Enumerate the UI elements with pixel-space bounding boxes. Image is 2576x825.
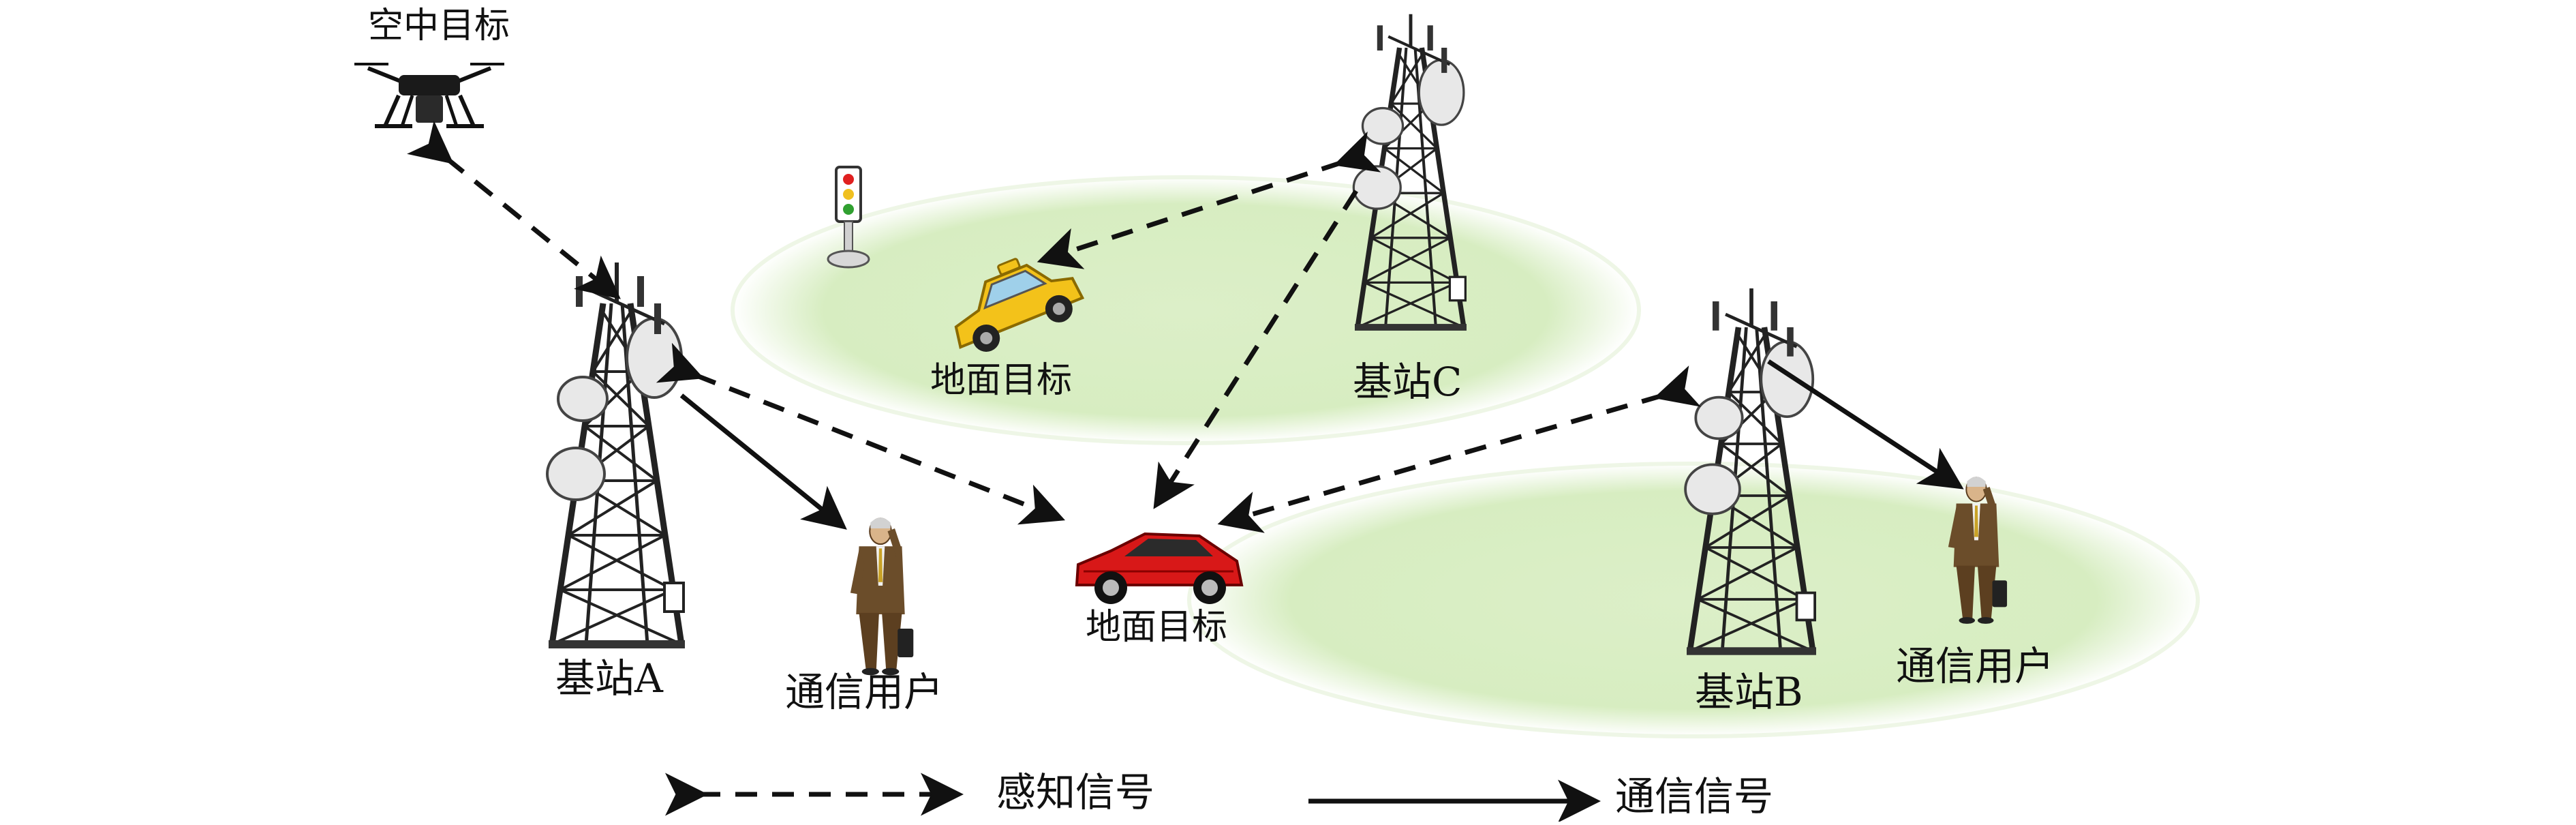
sensing-link-a-car (656, 342, 1066, 525)
label-aerial-target: 空中目标 (368, 5, 510, 46)
sensing-link-drone-a (407, 120, 621, 299)
label-base-station-c: 基站C (1353, 359, 1462, 405)
sensing-link-c-car (1153, 190, 1358, 509)
drone-icon (354, 63, 504, 128)
label-base-station-a: 基站A (555, 655, 664, 702)
base-station-a-tower-icon (547, 262, 685, 648)
sports-car-icon (1075, 532, 1244, 604)
comm-link-a-user (679, 393, 847, 530)
label-comm-user-2: 通信用户 (1896, 643, 2054, 689)
base-station-c-tower-icon (1353, 14, 1467, 331)
legend-comm-label: 通信信号 (1615, 773, 1773, 820)
coverage-area-c (731, 175, 1641, 445)
label-comm-user-1: 通信用户 (785, 669, 943, 715)
comm-user-1-person-phone-icon (849, 517, 915, 676)
sensing-link-c-taxi (1037, 131, 1381, 269)
traffic-light-icon (827, 166, 870, 269)
legend-sensing-label: 感知信号 (996, 769, 1154, 815)
label-ground-target-2: 地面目标 (1086, 607, 1227, 648)
comm-link-b-user (1767, 359, 1964, 490)
sensing-link-b-car (1217, 365, 1701, 533)
legend: 感知信号 通信信号 (665, 769, 1773, 823)
label-ground-target-1: 地面目标 (930, 360, 1072, 401)
label-base-station-b: 基站B (1695, 669, 1803, 715)
